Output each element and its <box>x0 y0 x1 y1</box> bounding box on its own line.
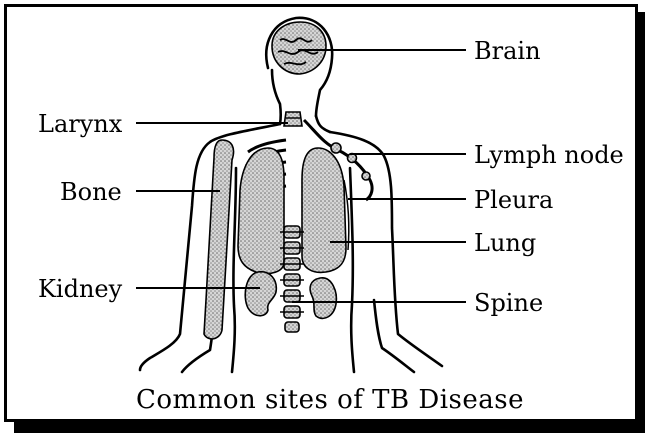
figure-caption: Common sites of TB Disease <box>136 385 524 415</box>
label-larynx: Larynx <box>38 110 123 138</box>
left-lung-organ <box>238 148 284 274</box>
neck-right-outline <box>316 116 330 132</box>
label-pleura: Pleura <box>474 186 553 214</box>
left-torso-outline <box>232 168 236 372</box>
bone-organ <box>204 140 234 339</box>
brain-organ <box>272 22 326 74</box>
right-lung-organ <box>302 148 346 272</box>
neck-left-outline <box>272 70 281 124</box>
left-kidney-organ <box>245 272 276 316</box>
right-side-outline <box>330 132 442 366</box>
label-bone: Bone <box>60 178 122 206</box>
label-spine: Spine <box>474 289 543 317</box>
label-lymph-node: Lymph node <box>474 141 624 169</box>
label-kidney: Kidney <box>38 275 123 303</box>
label-brain: Brain <box>474 37 541 65</box>
right-kidney-organ <box>310 278 336 319</box>
label-lung: Lung <box>474 229 536 257</box>
right-forearm-outline <box>374 300 414 372</box>
